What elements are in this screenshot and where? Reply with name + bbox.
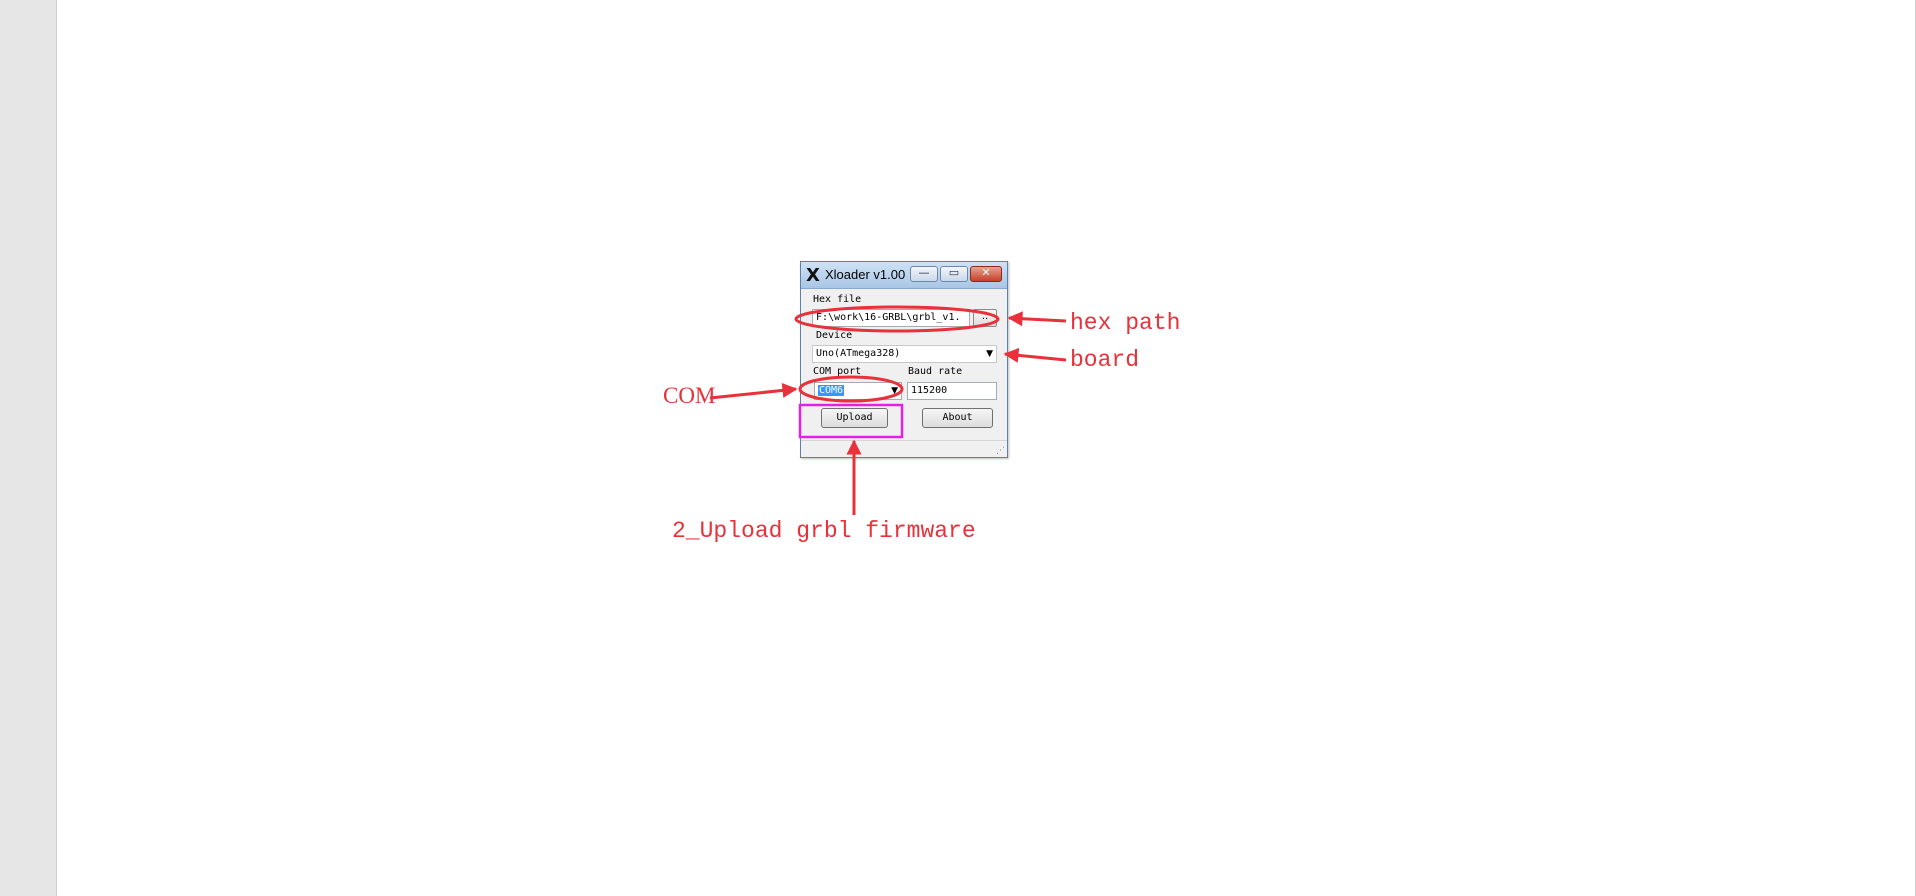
minimize-button[interactable]: — [910, 266, 938, 282]
close-button[interactable]: ✕ [970, 266, 1002, 282]
com-port-label: COM port [813, 366, 862, 377]
about-button[interactable]: About [922, 408, 993, 428]
close-icon: ✕ [981, 266, 991, 279]
baud-rate-label: Baud rate [908, 366, 963, 377]
minimize-icon: — [918, 266, 930, 279]
upload-annotation: 2_Upload grbl firmware [672, 518, 976, 544]
hex-path-annotation: hex path [1070, 310, 1181, 336]
com-port-select[interactable]: COM6 ▼ [814, 382, 902, 400]
x-logo-icon: X [806, 265, 820, 286]
device-value: Uno(ATmega328) [816, 348, 901, 359]
com-port-value: COM6 [818, 385, 845, 396]
hex-file-input[interactable]: F:\work\16-GRBL\grbl_v1. [812, 309, 970, 327]
browse-button[interactable]: .. [973, 309, 997, 327]
title-bar[interactable]: X Xloader v1.00 — ▭ ✕ [801, 262, 1007, 289]
upload-button[interactable]: Upload [821, 408, 888, 428]
maximize-button[interactable]: ▭ [940, 266, 968, 282]
device-select[interactable]: Uno(ATmega328) ▼ [812, 345, 997, 363]
maximize-icon: ▭ [948, 266, 960, 279]
baud-rate-input[interactable]: 115200 [907, 382, 997, 400]
status-bar: ⋰ [801, 440, 1007, 457]
board-annotation: board [1070, 347, 1140, 373]
window-title: Xloader v1.00 [825, 267, 906, 282]
chevron-down-icon: ▼ [986, 349, 993, 359]
resize-grip-icon[interactable]: ⋰ [996, 446, 1005, 456]
hex-file-label: Hex file [813, 294, 862, 305]
device-label: Device [816, 330, 853, 341]
xloader-window: X Xloader v1.00 — ▭ ✕ Hex file F:\work\1… [800, 261, 1008, 458]
chevron-down-icon: ▼ [891, 386, 898, 396]
com-annotation: COM [663, 383, 716, 408]
